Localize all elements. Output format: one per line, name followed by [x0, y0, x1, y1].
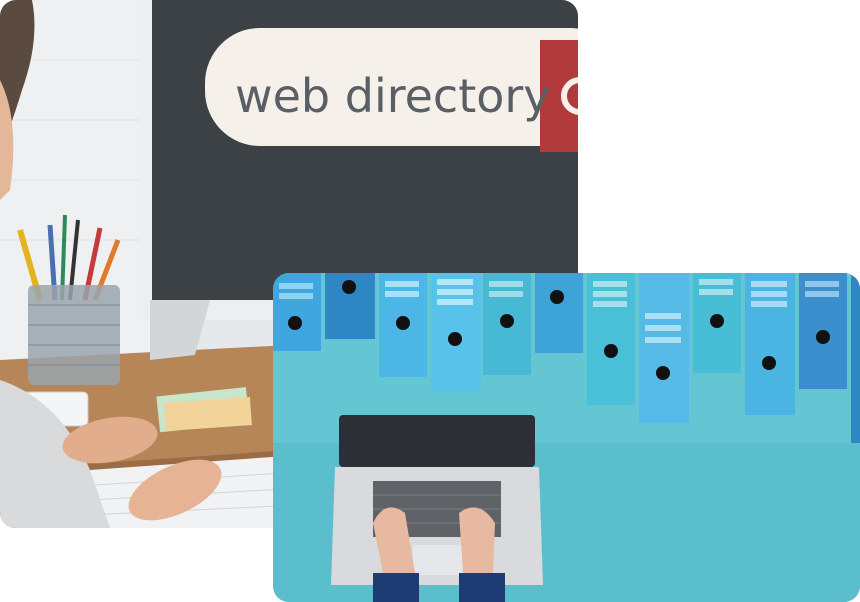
- search-button: [540, 40, 578, 152]
- search-bar: web directory: [205, 28, 578, 152]
- binders-laptop-photo: [273, 273, 860, 602]
- pencil-cup: [17, 214, 121, 385]
- laptop-screen: [339, 415, 535, 467]
- search-bar-text: web directory: [235, 69, 551, 123]
- search-icon: [561, 77, 578, 115]
- laptop: [331, 415, 543, 585]
- binder-row: [273, 273, 860, 443]
